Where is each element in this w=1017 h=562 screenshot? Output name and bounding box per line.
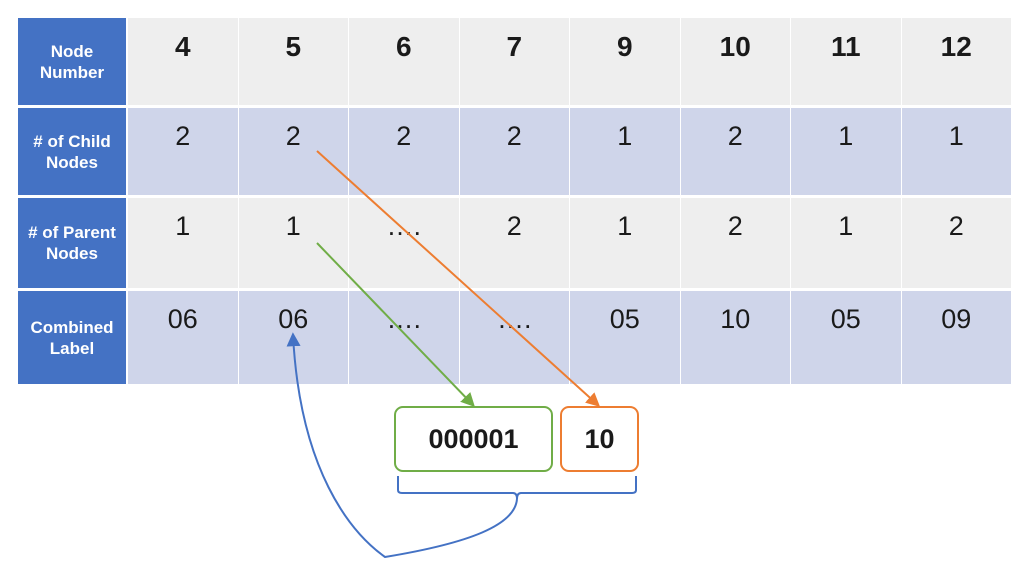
child-bits-box: 10 [560, 406, 639, 472]
combined-label-curve [286, 332, 518, 559]
combined-label-cell: 05 [570, 291, 681, 384]
parent-count-cell: 2 [901, 198, 1012, 291]
parent-count-cell: 1 [570, 198, 681, 291]
node-number-cell: 5 [238, 18, 349, 108]
node-number-cell: 6 [349, 18, 460, 108]
child-count-cell: 2 [680, 108, 791, 198]
child-count-cell: 2 [238, 108, 349, 198]
child-count-cell: 2 [459, 108, 570, 198]
parent-count-cell: …. [349, 198, 460, 291]
combined-label-cell: …. [459, 291, 570, 384]
combined-label-cell: 09 [901, 291, 1012, 384]
combined-label-cell: 10 [680, 291, 791, 384]
node-number-cell: 11 [791, 18, 902, 108]
child-count-cell: 1 [901, 108, 1012, 198]
parent-count-cell: 1 [128, 198, 239, 291]
node-number-cell: 9 [570, 18, 681, 108]
parent-count-cell: 2 [459, 198, 570, 291]
parent-count-cell: 1 [238, 198, 349, 291]
parent-count-cell: 1 [791, 198, 902, 291]
combined-label-cell: 06 [128, 291, 239, 384]
combined-label-cell: …. [349, 291, 460, 384]
parent-count-cell: 2 [680, 198, 791, 291]
grouping-brace [397, 476, 637, 500]
child-count-cell: 1 [570, 108, 681, 198]
node-number-cell: 10 [680, 18, 791, 108]
node-number-cell: 7 [459, 18, 570, 108]
node-number-cell: 4 [128, 18, 239, 108]
child-count-cell: 2 [349, 108, 460, 198]
child-count-cell: 1 [791, 108, 902, 198]
parent-count-arrow [316, 242, 475, 408]
child-count-arrow [316, 150, 601, 407]
combined-label-cell: 05 [791, 291, 902, 384]
node-number-cell: 12 [901, 18, 1012, 108]
child-count-cell: 2 [128, 108, 239, 198]
